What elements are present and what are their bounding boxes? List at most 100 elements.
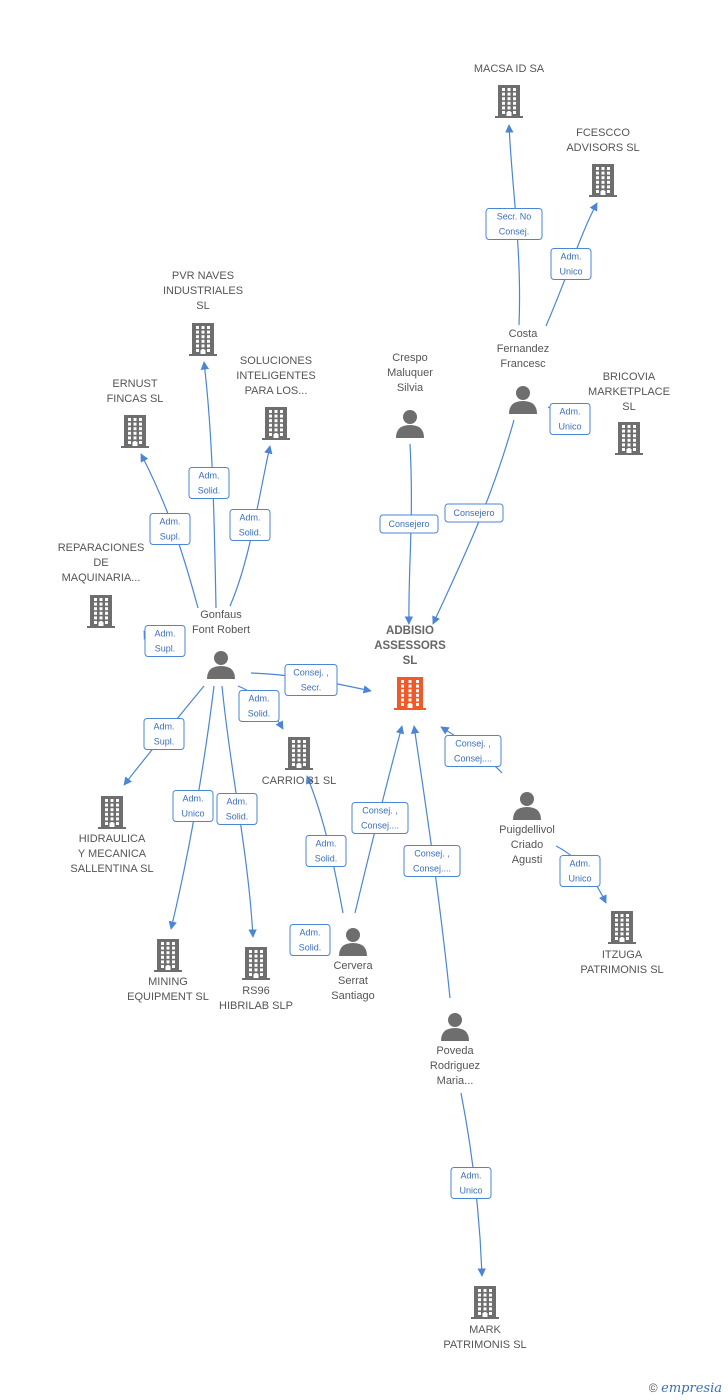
building-door xyxy=(109,823,115,828)
node-carrio[interactable]: CARRIO 31 SL xyxy=(262,737,337,787)
building-window xyxy=(416,693,419,697)
edge-label-crespo-adbisio[interactable]: Consejero xyxy=(379,514,439,534)
building-window xyxy=(627,425,631,428)
edge-label-gonfaus-hidraulica[interactable]: Adm.Supl. xyxy=(143,718,185,750)
node-label: Y MECANICA xyxy=(78,848,147,860)
building-window xyxy=(626,932,629,936)
edge-label-gonfaus-ernust[interactable]: Adm.Supl. xyxy=(149,513,191,545)
building-window xyxy=(207,330,210,334)
person-icon xyxy=(441,1013,469,1041)
edge-label-gonfaus-adbisio[interactable]: Consej. ,Secr. xyxy=(284,664,338,696)
building-window xyxy=(260,963,263,967)
node-label: PARA LOS... xyxy=(245,385,308,397)
node-reparaciones[interactable]: REPARACIONESDEMAQUINARIA... xyxy=(58,542,145,628)
building-icon xyxy=(87,595,115,628)
edge-label-costa-fcescco[interactable]: Adm.Unico xyxy=(550,248,592,280)
building-window xyxy=(269,410,272,413)
building-window xyxy=(269,419,272,423)
building-window xyxy=(116,817,119,821)
edge-label-gonfaus-mining[interactable]: Adm.Unico xyxy=(172,790,214,822)
node-label: Francesc xyxy=(500,358,546,370)
node-label: SALLENTINA SL xyxy=(70,863,153,875)
building-icon xyxy=(189,323,217,356)
building-window xyxy=(502,92,505,96)
edge-label-poveda-adbisio[interactable]: Consej. ,Consej.... xyxy=(403,845,461,877)
building-window xyxy=(507,88,511,91)
edge-label-puigdellivol-adbisio[interactable]: Consej. ,Consej.... xyxy=(444,735,502,767)
building-window xyxy=(408,698,412,702)
edge-label-puigdellivol-itzuga[interactable]: Adm.Unico xyxy=(559,855,601,887)
building-window xyxy=(254,963,258,967)
edge-label-costa-bricovia[interactable]: Adm.Unico xyxy=(549,403,591,435)
edge-label-box xyxy=(351,802,409,834)
person-head xyxy=(346,928,360,942)
building-window xyxy=(303,758,306,762)
node-macsa[interactable]: MACSA ID SA xyxy=(474,63,545,118)
node-label: MINING xyxy=(148,976,188,988)
building-window xyxy=(507,92,511,96)
edge-label-gonfaus-reparaciones[interactable]: Adm.Supl. xyxy=(144,625,186,657)
node-label: Puigdellivol xyxy=(499,824,555,836)
edge-label-text: Consejero xyxy=(453,508,494,518)
brand-logo: empresia xyxy=(661,1381,722,1396)
building-window xyxy=(94,611,97,615)
building-window xyxy=(274,410,278,413)
node-label: Silvia xyxy=(397,382,424,394)
building-window xyxy=(207,339,210,343)
building-window xyxy=(615,923,618,927)
building-window xyxy=(133,427,137,431)
building-window xyxy=(105,799,108,802)
building-window xyxy=(633,448,636,451)
building-window xyxy=(615,914,618,917)
edge-label-gonfaus-carrio[interactable]: Adm.Solid. xyxy=(238,690,280,722)
building-window xyxy=(601,176,605,180)
edge-label-box xyxy=(143,718,185,750)
node-label: Serrat xyxy=(338,975,368,987)
building-window xyxy=(161,946,164,950)
building-window xyxy=(133,422,137,426)
edge-label-gonfaus-soluciones[interactable]: Adm.Solid. xyxy=(229,509,271,541)
building-window xyxy=(483,1298,487,1302)
edge-label-cervera-carrio[interactable]: Adm.Solid. xyxy=(305,835,347,867)
building-door xyxy=(273,434,279,439)
building-window xyxy=(139,418,142,421)
node-poveda[interactable]: PovedaRodriguezMaria... xyxy=(430,1013,480,1087)
building-window xyxy=(172,942,175,945)
building-window xyxy=(280,419,283,423)
edge-label-text: Consej.... xyxy=(454,754,492,764)
building-window xyxy=(297,749,301,753)
edge-label-gonfaus-rs96[interactable]: Adm.Solid. xyxy=(216,793,258,825)
edge-label-costa-adbisio[interactable]: Consejero xyxy=(444,503,504,523)
building-window xyxy=(139,441,142,444)
person-body xyxy=(509,401,537,414)
edge-label-gonfaus-pvr[interactable]: Adm.Solid. xyxy=(188,467,230,499)
edge-label-cervera-cervera[interactable]: Adm.Solid. xyxy=(289,924,331,956)
building-window xyxy=(269,428,272,432)
edge-label-poveda-mark[interactable]: Adm.Unico xyxy=(450,1167,492,1199)
building-window xyxy=(260,968,263,972)
edge-label-cervera-adbisio[interactable]: Consej. ,Consej.... xyxy=(351,802,409,834)
edge-label-text: Adm. xyxy=(153,722,174,732)
building-window xyxy=(502,106,505,110)
person-body xyxy=(513,807,541,820)
node-label: Agusti xyxy=(512,854,543,866)
building-icon xyxy=(471,1286,499,1319)
building-door xyxy=(98,622,104,627)
